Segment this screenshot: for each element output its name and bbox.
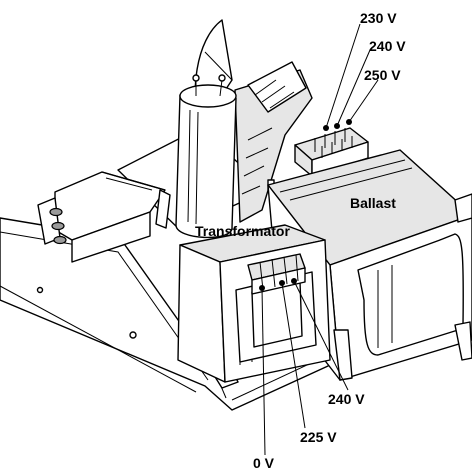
callout-labels: 230 V 240 V 250 V Ballast Transformator … (195, 10, 406, 471)
terminal-pins (314, 128, 353, 158)
label-0v: 0 V (253, 455, 275, 471)
capacitor (175, 74, 237, 239)
label-250v: 250 V (364, 67, 401, 83)
ignitor-module (37, 171, 171, 263)
label-transformator: Transformator (195, 223, 290, 239)
label-ballast: Ballast (350, 195, 396, 211)
transformator-unit (177, 224, 331, 383)
label-240v-transformator: 240 V (328, 391, 365, 407)
label-230v: 230 V (360, 10, 397, 26)
label-225v: 225 V (300, 429, 337, 445)
ballast-terminal-block (294, 119, 369, 177)
label-240v-ballast: 240 V (369, 38, 406, 54)
leader-lines (261, 23, 379, 456)
